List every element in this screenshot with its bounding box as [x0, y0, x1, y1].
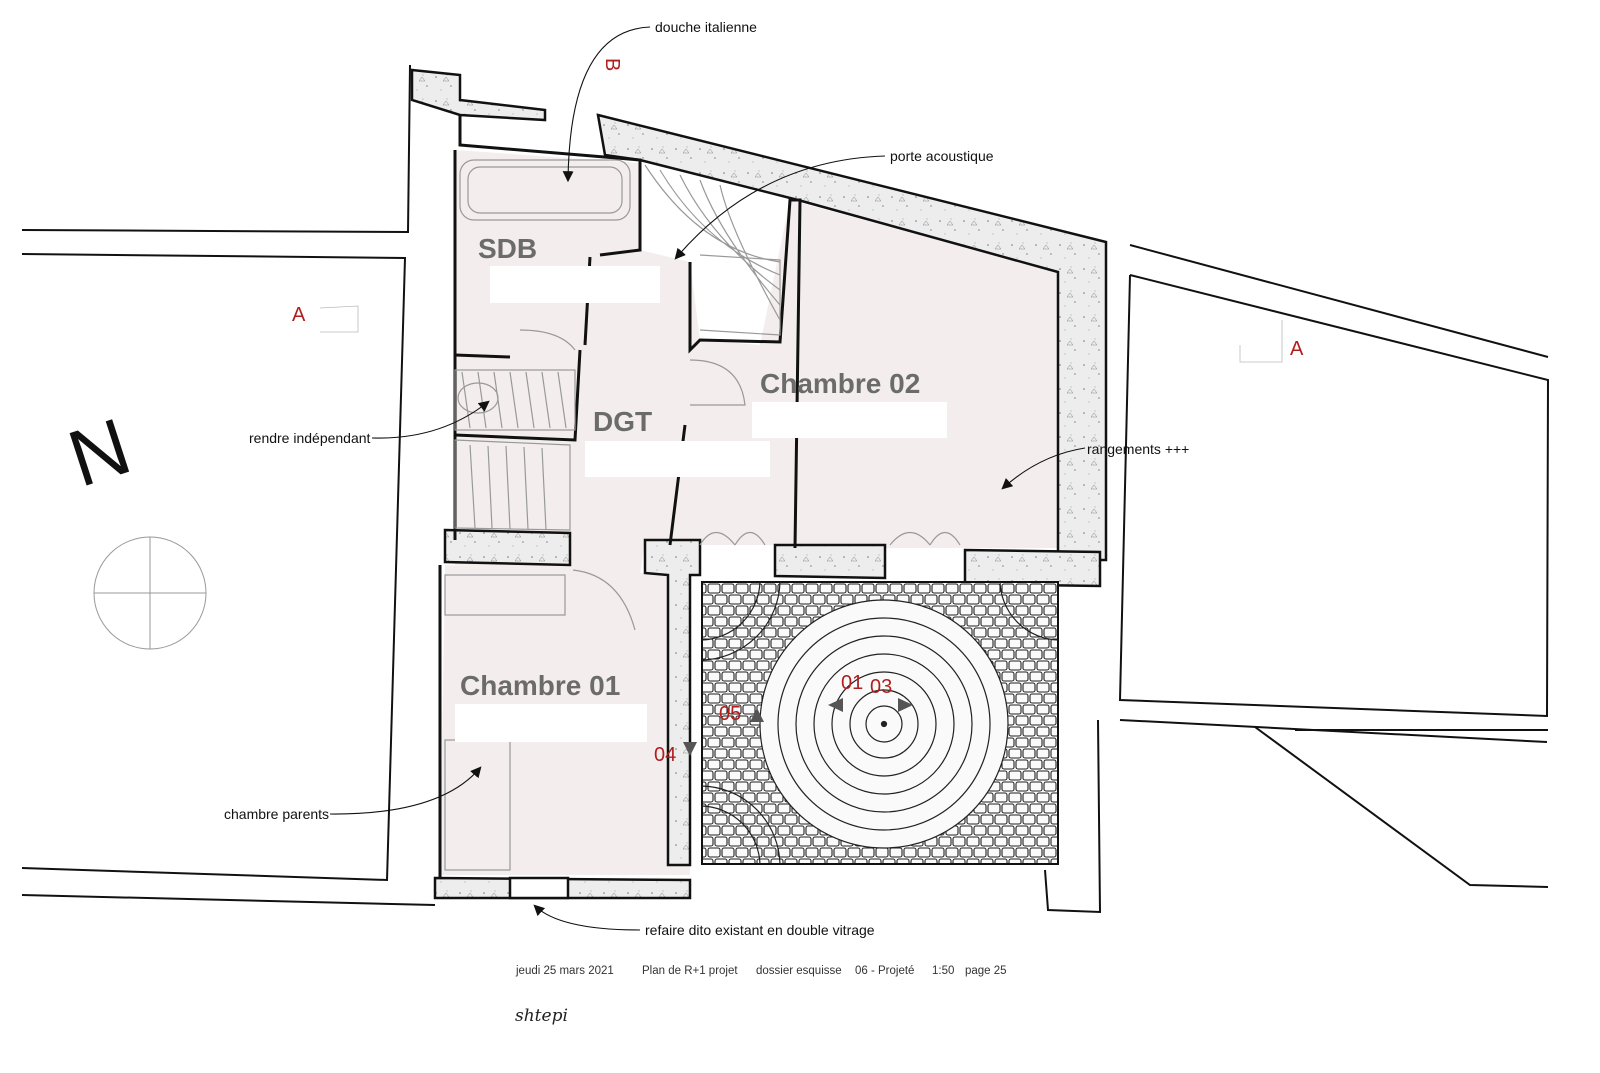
title-block: jeudi 25 mars 2021 Plan de R+1 projet do…: [515, 965, 1007, 977]
view-mark-03: 03: [870, 676, 892, 698]
north-arrow: N: [58, 401, 140, 503]
compass-rose: [93, 536, 207, 650]
footer-plan: Plan de R+1 projet: [642, 965, 738, 977]
section-mark-a-left: A: [292, 304, 306, 326]
annotation-rendre: rendre indépendant: [249, 430, 371, 446]
room-label-chambre-02: Chambre 02: [760, 368, 920, 399]
annotation-leaders: [329, 26, 1086, 931]
annotation-douche: douche italienne: [655, 19, 757, 35]
annotation-refaire: refaire dito existant en double vitrage: [645, 922, 875, 938]
footer-page: page 25: [965, 965, 1007, 977]
view-marks: 01 03 05 04: [654, 672, 913, 766]
room-label-chambre-01: Chambre 01: [460, 670, 620, 701]
footer-dossier: dossier esquisse: [756, 965, 842, 977]
footer-phase: 06 - Projeté: [855, 965, 914, 977]
section-marks: A A B: [292, 58, 1304, 363]
section-mark-b: B: [601, 58, 623, 71]
room-label-sdb: SDB: [478, 233, 537, 264]
walls: [410, 68, 1108, 900]
view-mark-05: 05: [719, 703, 741, 725]
view-mark-01: 01: [841, 672, 863, 694]
redacted-strips: [455, 266, 947, 742]
annotation-porte: porte acoustique: [890, 148, 994, 164]
neighbour-outlines: [21, 64, 1550, 914]
courtyard-paving: [701, 581, 1059, 865]
view-mark-04: 04: [654, 744, 676, 766]
footer-date: jeudi 25 mars 2021: [515, 965, 614, 977]
section-mark-a-right: A: [1290, 338, 1304, 360]
annotation-rangements: rangements +++: [1087, 441, 1189, 457]
footer-scale: 1:50: [932, 965, 954, 977]
room-label-dgt: DGT: [593, 406, 652, 437]
brand-logo: shtepi: [515, 1006, 568, 1026]
fixtures: [444, 159, 961, 871]
annotation-chambre-parents: chambre parents: [224, 806, 329, 822]
